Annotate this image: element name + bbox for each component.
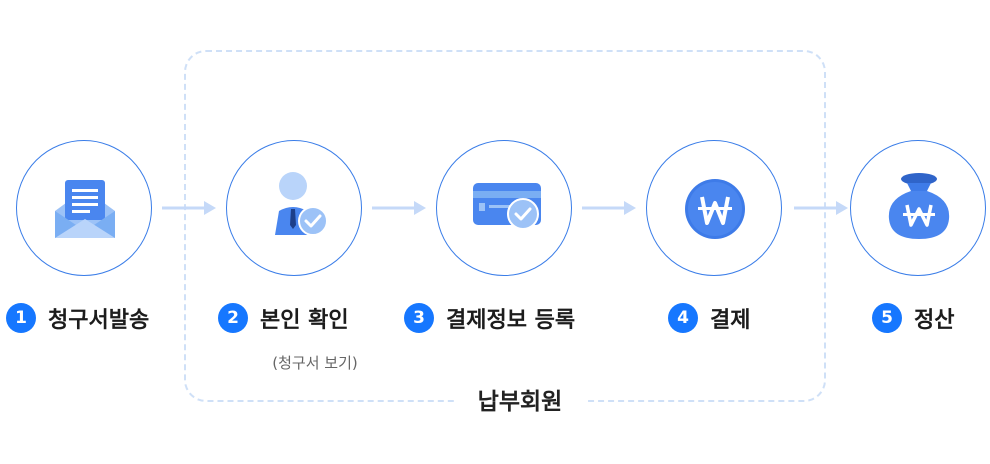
step-3-number: 3 — [404, 303, 434, 333]
member-group-label: 납부회원 — [455, 384, 585, 420]
step-3-circle — [436, 140, 572, 276]
step-5: 5 정산 — [872, 298, 954, 338]
step-1: 1 청구서발송 — [6, 298, 149, 338]
step-1-label: 청구서발송 — [48, 308, 150, 333]
arrow-2-3 — [372, 201, 426, 215]
step-2-circle — [226, 140, 362, 276]
money-bag-icon — [888, 173, 950, 239]
step-4-number: 4 — [668, 303, 698, 333]
step-5-label: 정산 — [914, 308, 955, 333]
card-check-icon — [473, 183, 541, 230]
mail-icon — [55, 180, 115, 238]
arrow-4-5 — [794, 201, 848, 215]
arrow-1-2 — [162, 201, 216, 215]
step-2-sublabel: (청구서 보기) — [272, 354, 358, 372]
step-2: 2 본인 확인 — [218, 298, 349, 338]
step-3-label: 결제정보 등록 — [446, 308, 576, 333]
arrow-3-4 — [582, 201, 636, 215]
user-check-icon — [275, 172, 328, 236]
step-1-number: 1 — [6, 303, 36, 333]
step-1-circle — [16, 140, 152, 276]
step-4-label: 결제 — [710, 308, 751, 333]
step-4-circle — [646, 140, 782, 276]
step-2-label: 본인 확인 — [260, 308, 349, 333]
step-2-number: 2 — [218, 303, 248, 333]
step-5-number: 5 — [872, 303, 902, 333]
step-4: 4 결제 — [668, 298, 750, 338]
step-3: 3 결제정보 등록 — [404, 298, 575, 338]
step-5-circle — [850, 140, 986, 276]
won-coin-icon — [685, 179, 745, 239]
